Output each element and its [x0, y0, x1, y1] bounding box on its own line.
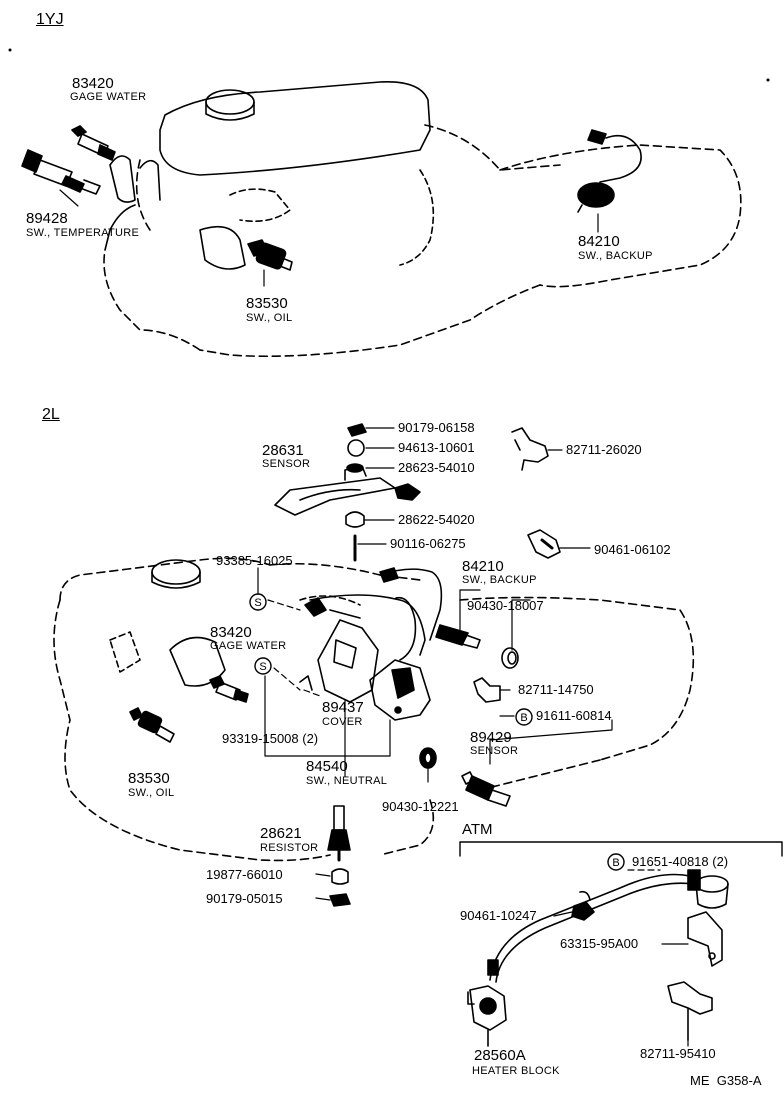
- part-number-28622-54020: 28622-54020: [398, 512, 475, 527]
- part-name-heater-block: HEATER BLOCK: [472, 1065, 560, 1077]
- oil-switch-1yj-icon: [247, 239, 293, 271]
- part-number-83530-1yj: 83530: [246, 295, 288, 312]
- part-name-neutral-switch: SW., NEUTRAL: [306, 775, 388, 787]
- part-number-82711-26020: 82711-26020: [566, 442, 642, 457]
- part-number-90461-06102: 90461-06102: [594, 542, 671, 557]
- clip-82711-26020-icon: [511, 427, 549, 471]
- svg-text:S: S: [254, 597, 261, 609]
- part-name-gage-water-1yj: GAGE WATER: [70, 91, 147, 103]
- section-title-1yj: 1YJ: [36, 11, 64, 28]
- part-number-84540: 84540: [306, 758, 348, 775]
- part-number-90179-05015: 90179-05015: [206, 891, 283, 906]
- atm-hose-icon: [487, 869, 701, 983]
- part-number-82711-14750: 82711-14750: [518, 682, 594, 697]
- part-number-19877-66010: 19877-66010: [206, 867, 283, 882]
- part-number-89428: 89428: [26, 210, 68, 227]
- svg-text:B: B: [612, 857, 619, 869]
- resistor-28621-icon: [327, 805, 351, 862]
- part-number-90430-12221: 90430-12221: [382, 799, 459, 814]
- part-name-oil-switch-2l: SW., OIL: [128, 787, 175, 799]
- atm-cap-icon: [695, 875, 729, 909]
- figure-reference: ME G358-A: [690, 1073, 762, 1088]
- part-name-oil-switch-1yj: SW., OIL: [246, 312, 293, 324]
- sensor-89429-icon: [461, 771, 511, 807]
- atm-bracket-63315-icon: [687, 911, 723, 967]
- part-name-cover: COVER: [322, 716, 363, 728]
- part-number-93385-16025: 93385-16025: [216, 553, 293, 568]
- svg-text:S: S: [259, 661, 266, 673]
- symbol-s-2: S: [254, 657, 272, 675]
- part-number-90179-06158: 90179-06158: [398, 420, 475, 435]
- wiring-harness-2l-icon: [304, 567, 443, 661]
- temperature-switch-1yj-icon: [21, 149, 101, 195]
- part-number-83420-2l: 83420: [210, 624, 252, 641]
- gasket-90430-12221-icon: [419, 747, 437, 769]
- gage-water-sender-1yj-icon: [71, 125, 116, 161]
- part-number-93319-15008: 93319-15008 (2): [222, 731, 319, 746]
- sensor-bracket-2l-icon: [274, 465, 421, 516]
- clamp-90461-06102-icon: [527, 529, 561, 559]
- part-number-94613-10601: 94613-10601: [398, 440, 475, 455]
- part-name-backup-switch-2l: SW., BACKUP: [462, 574, 537, 586]
- atm-clip-82711-icon: [667, 981, 713, 1041]
- atm-frame: [459, 841, 783, 857]
- svg-text:B: B: [520, 712, 527, 724]
- part-number-90430-18007: 90430-18007: [467, 598, 544, 613]
- part-name-sensor-28631: SENSOR: [262, 458, 311, 470]
- nut-stack-icon: [345, 423, 367, 562]
- leader-lines-atm: [553, 869, 689, 1047]
- gasket-90430-18007-icon: [501, 647, 519, 669]
- gage-water-sender-2l-icon: [209, 675, 249, 703]
- leader-lines-2l: [257, 427, 613, 901]
- atm-heater-block-icon: [467, 985, 507, 1047]
- part-number-84210-1yj: 84210: [578, 233, 620, 250]
- leader-lines-1yj: [59, 189, 599, 287]
- oil-switch-2l-icon: [129, 707, 175, 743]
- part-number-82711-95410: 82711-95410: [640, 1046, 716, 1061]
- symbol-b-1: B: [515, 708, 533, 726]
- symbol-b-2: B: [607, 853, 625, 871]
- part-number-84210-2l: 84210: [462, 558, 504, 575]
- part-number-90116-06275: 90116-06275: [390, 536, 466, 551]
- section-title-2l: 2L: [42, 406, 60, 423]
- engine-1yj-outline: [103, 81, 742, 358]
- symbol-s-1: S: [249, 593, 267, 611]
- neutral-switch-cover-icon: [299, 619, 431, 721]
- atm-clamp-90461-icon: [571, 890, 595, 921]
- part-name-backup-switch-1yj: SW., BACKUP: [578, 250, 653, 262]
- part-number-89437: 89437: [322, 699, 364, 716]
- part-number-91611-60814: 91611-60814: [536, 708, 612, 723]
- part-number-28631: 28631: [262, 442, 304, 459]
- part-number-83530-2l: 83530: [128, 770, 170, 787]
- backup-switch-1yj-icon: [577, 129, 642, 213]
- section-title-atm: ATM: [462, 821, 493, 838]
- part-number-28621: 28621: [260, 825, 302, 842]
- bracket-82711-14750-icon: [473, 677, 501, 703]
- part-number-89429: 89429: [470, 729, 512, 746]
- part-name-temperature-switch: SW., TEMPERATURE: [26, 227, 140, 239]
- part-name-gage-water-2l: GAGE WATER: [210, 640, 287, 652]
- backup-switch-2l-icon: [435, 624, 481, 649]
- part-number-28560A: 28560A: [474, 1047, 526, 1064]
- part-number-28623-54010: 28623-54010: [398, 460, 475, 475]
- part-number-63315-95A00: 63315-95A00: [560, 936, 639, 951]
- part-name-sensor-89429: SENSOR: [470, 745, 519, 757]
- part-name-resistor: RESISTOR: [260, 842, 319, 854]
- part-number-91651-40818: 91651-40818 (2): [632, 854, 729, 869]
- part-number-83420-1yj: 83420: [72, 75, 114, 92]
- grommet-and-nut-icon: [329, 868, 351, 907]
- part-number-90461-10247: 90461-10247: [460, 908, 537, 923]
